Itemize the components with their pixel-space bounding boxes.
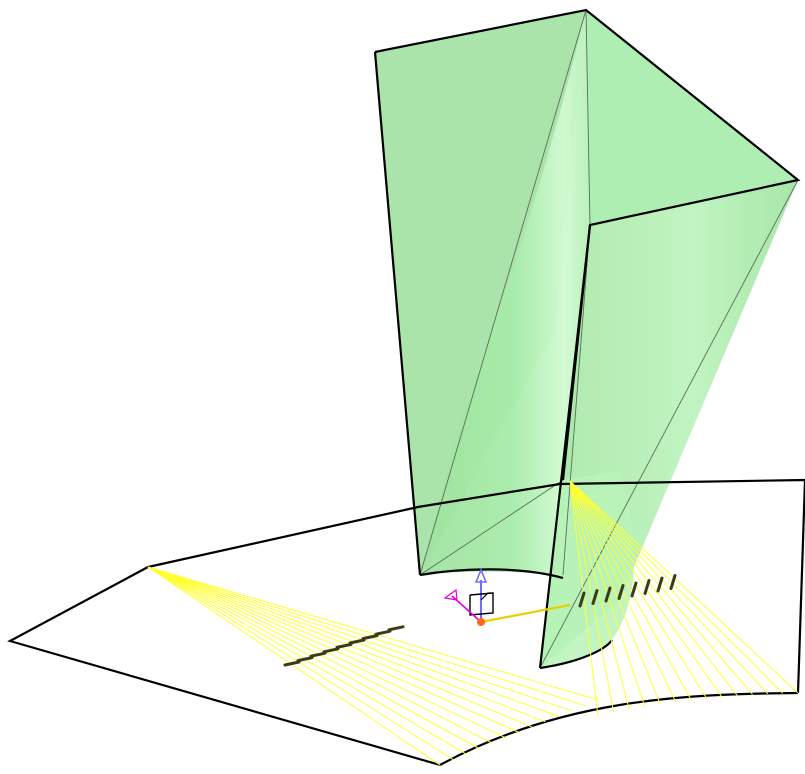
tick-mark — [578, 591, 586, 608]
ray-line — [147, 566, 599, 701]
tick-mark — [617, 584, 625, 600]
ray-line — [569, 480, 769, 695]
origin-point-icon[interactable] — [477, 618, 485, 626]
ray-line — [569, 480, 799, 694]
ray-line — [147, 566, 480, 750]
ruling-line — [585, 9, 591, 226]
tick-marks-right — [578, 574, 677, 608]
triad-frame-icon — [480, 592, 493, 601]
ray-line — [147, 566, 572, 712]
x-axis-icon — [480, 603, 571, 624]
ruled-surface[interactable] — [375, 9, 799, 669]
boundary-curve[interactable] — [419, 568, 564, 580]
tick-mark — [604, 586, 612, 603]
sheet-outline[interactable] — [439, 691, 799, 766]
boundary-curve[interactable] — [539, 639, 613, 670]
boundary-edges — [7, 8, 805, 767]
ray-line — [569, 480, 708, 699]
sheet-outline[interactable] — [147, 478, 805, 694]
ray-line — [569, 480, 784, 694]
coordinate-triad-icon[interactable] — [443, 567, 571, 626]
tick-mark — [591, 589, 599, 605]
base-sheet[interactable] — [10, 480, 805, 765]
ray-line — [569, 480, 753, 695]
surface-top-panel[interactable] — [586, 10, 798, 225]
boundary-curve[interactable] — [373, 51, 422, 576]
ray-line — [569, 480, 692, 701]
ray-line — [569, 480, 615, 713]
surface-curved-ribbon[interactable] — [420, 10, 590, 578]
tick-mark — [283, 660, 301, 667]
ray-line — [569, 480, 661, 705]
tick-mark — [309, 651, 327, 658]
ray-line — [569, 480, 738, 696]
surface-left-panel[interactable] — [375, 10, 586, 575]
ray-line — [147, 566, 467, 755]
sheet-outline[interactable] — [7, 566, 441, 767]
tick-mark — [669, 574, 677, 590]
y-arrow-icon — [443, 588, 458, 601]
tick-mark — [361, 634, 379, 641]
ruling-line — [562, 224, 591, 576]
ray-line — [569, 480, 677, 703]
ray-line — [569, 480, 599, 717]
tick-mark — [374, 629, 392, 636]
ruling-line — [419, 479, 564, 576]
tick-mark — [387, 625, 405, 632]
ray-line — [147, 566, 454, 761]
tick-mark — [296, 656, 314, 663]
tick-marks-left — [283, 625, 405, 667]
triad-frame-icon — [469, 592, 494, 616]
tick-mark — [643, 579, 651, 595]
ray-line — [569, 480, 630, 710]
ray-line — [147, 566, 441, 766]
tick-mark — [656, 576, 664, 593]
tick-mark — [322, 647, 340, 654]
tick-mark — [335, 642, 353, 649]
tick-mark — [348, 638, 366, 645]
tick-mark — [630, 581, 638, 598]
boundary-curve[interactable] — [538, 224, 592, 669]
ruling-line — [419, 9, 587, 576]
z-arrow-icon — [474, 567, 488, 583]
ray-line — [147, 566, 585, 706]
